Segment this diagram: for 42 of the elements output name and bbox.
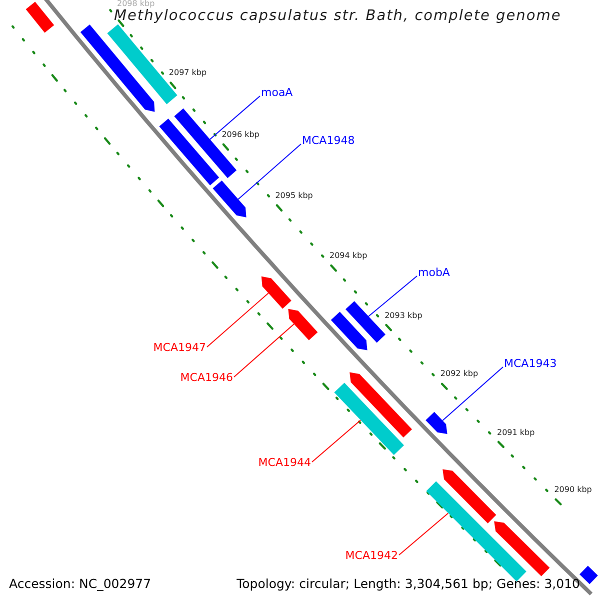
scale-label: 2090 kbp [554, 484, 592, 495]
gene-block [330, 312, 368, 350]
leader-line [209, 96, 260, 140]
gene-label: MCA1946 [180, 371, 233, 384]
gene-block [442, 469, 496, 524]
scale-label: 2093 kbp [384, 310, 422, 321]
gene-label: moaA [261, 86, 293, 99]
scale-label: 2091 kbp [497, 428, 535, 438]
gene-bar [159, 118, 220, 186]
gene-bar [346, 301, 386, 343]
gene-block [426, 412, 448, 434]
map-title: Methylococcus capsulatus str. Bath, complete genome [114, 8, 562, 24]
gene-label: mobA [418, 266, 450, 279]
gene-label: MCA1944 [258, 456, 311, 469]
leader-line [398, 512, 449, 556]
gene-label: MCA1942 [345, 549, 398, 562]
genome-summary: Topology: circular; Length: 3,304,561 bp; Genes: 3,010 [236, 576, 580, 591]
gene-block [212, 180, 246, 218]
gene-bar [334, 382, 404, 455]
leader-line [442, 366, 504, 421]
gene-block [288, 308, 318, 340]
scale-label: 2095 kbp [275, 190, 313, 201]
gene-label: MCA1947 [153, 341, 206, 354]
scale-label: 2096 kbp [222, 130, 260, 140]
scale-label: 2097 kbp [168, 68, 207, 78]
gene-block [261, 276, 292, 309]
scale-label: 2092 kbp [440, 369, 478, 380]
gene-block [350, 372, 412, 438]
leader-line [238, 144, 302, 200]
leader-line [368, 276, 418, 317]
gene-bar [580, 566, 598, 584]
leader-line [312, 420, 361, 462]
gene-block [80, 24, 155, 112]
gene-block [494, 521, 550, 576]
gene-label: MCA1943 [504, 357, 557, 370]
scale-label: 2094 kbp [330, 251, 368, 262]
gene-bar [26, 2, 54, 33]
gene-label: MCA1948 [302, 134, 355, 147]
scale-label: 2098 kbp [117, 0, 155, 9]
leader-line [234, 324, 294, 378]
leader-line [206, 292, 269, 348]
accession-note: Accession: NC_002977 [9, 576, 152, 591]
